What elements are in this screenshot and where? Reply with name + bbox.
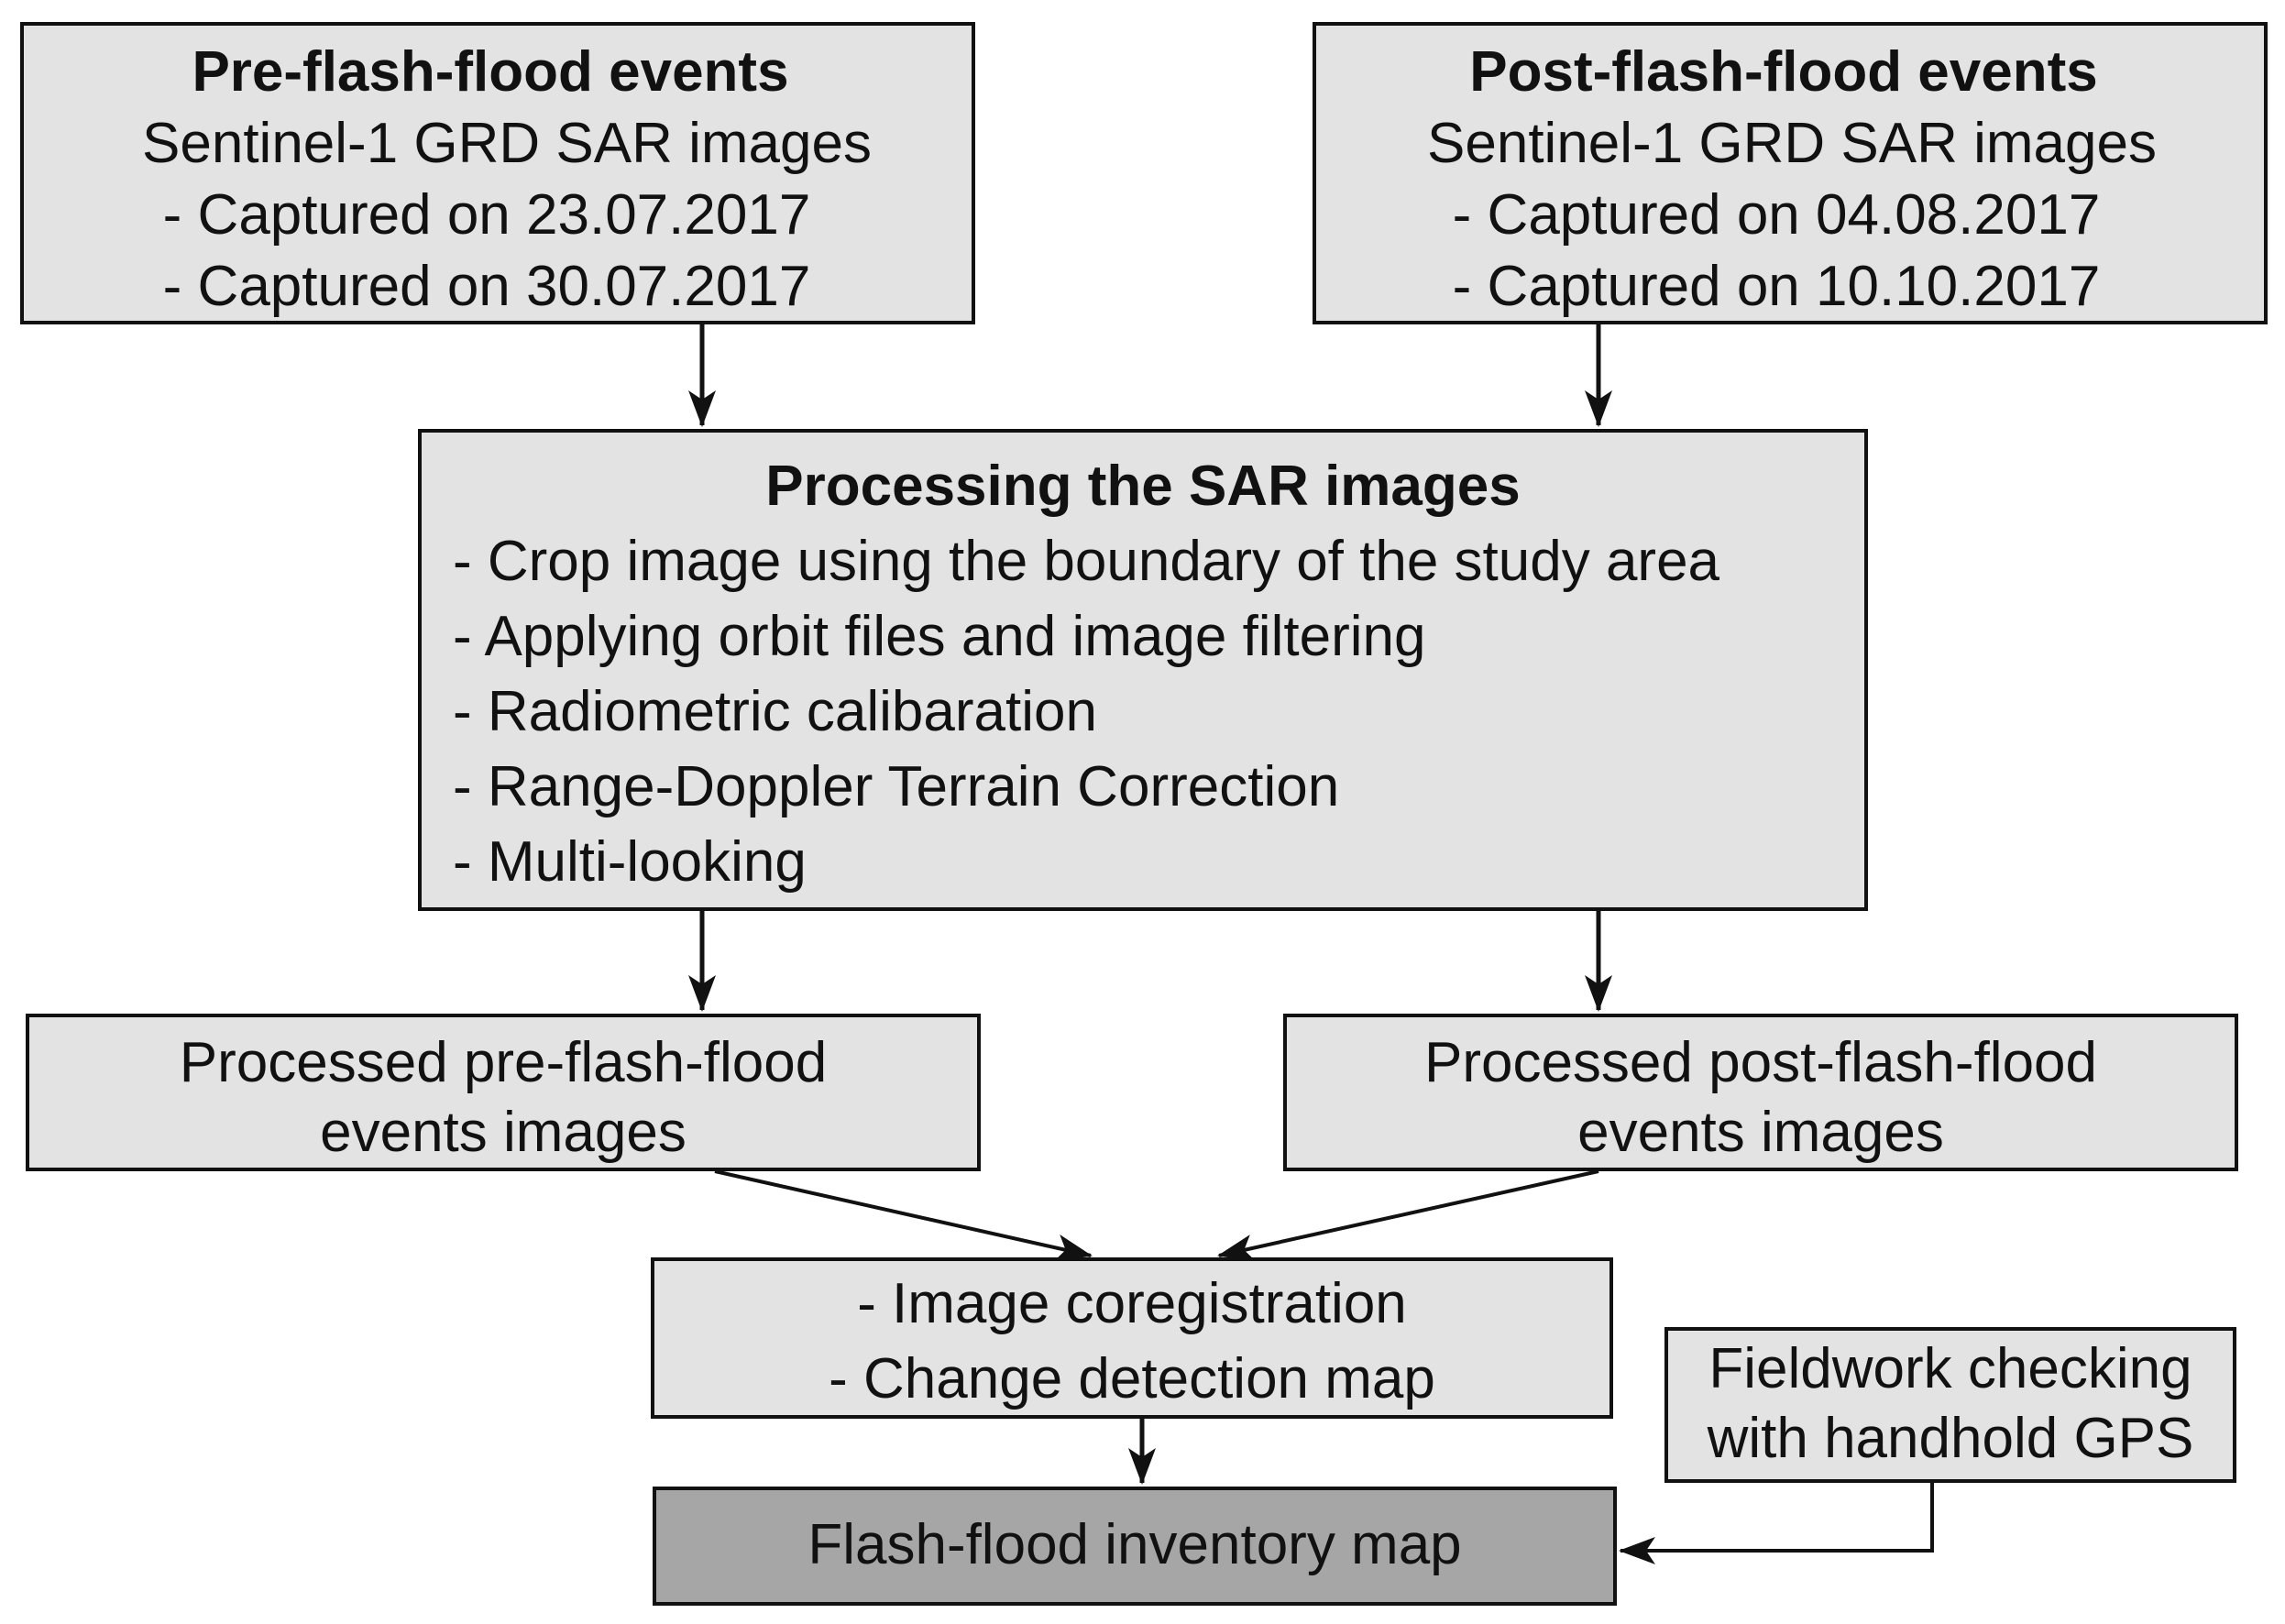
pre-flood-subtitle: Sentinel-1 GRD SAR images bbox=[142, 112, 872, 175]
fieldwork-line-2: with handhold GPS bbox=[1707, 1407, 2194, 1470]
processing-title: Processing the SAR images bbox=[765, 455, 1521, 518]
processing-steps: - Crop image using the boundary of the s… bbox=[422, 524, 1864, 900]
pre-flash-flood-box: Pre-flash-flood events Sentinel-1 GRD SA… bbox=[20, 22, 975, 324]
processing-step: - Crop image using the boundary of the s… bbox=[453, 530, 1720, 593]
post-flood-subtitle: Sentinel-1 GRD SAR images bbox=[1427, 112, 2157, 175]
coregistration-item: - Image coregistration bbox=[857, 1272, 1407, 1335]
processing-box: Processing the SAR images - Crop image u… bbox=[418, 429, 1868, 911]
post-flash-flood-box: Post-flash-flood events Sentinel-1 GRD S… bbox=[1313, 22, 2268, 324]
change-detection-item: - Change detection map bbox=[829, 1347, 1435, 1410]
fieldwork-box: Fieldwork checking with handhold GPS bbox=[1664, 1327, 2236, 1483]
processing-step: - Radiometric calibaration bbox=[453, 680, 1097, 743]
coregistration-box: - Image coregistration - Change detectio… bbox=[651, 1257, 1613, 1419]
inventory-map-box: Flash-flood inventory map bbox=[653, 1487, 1617, 1606]
post-flood-date-1: - Captured on 04.08.2017 bbox=[1452, 183, 2101, 247]
arrow-processed-pre-to-coregistration bbox=[714, 1169, 1093, 1262]
processed-pre-line-1: Processed pre-flash-flood bbox=[179, 1031, 828, 1094]
fieldwork-line-1: Fieldwork checking bbox=[1708, 1337, 2192, 1400]
pre-flood-date-1: - Captured on 23.07.2017 bbox=[162, 183, 811, 247]
post-flood-date-2: - Captured on 10.10.2017 bbox=[1452, 255, 2101, 318]
arrow-fieldwork-to-inventory bbox=[1619, 1483, 1934, 1564]
processing-step: - Range-Doppler Terrain Correction bbox=[453, 755, 1340, 818]
processed-post-line-1: Processed post-flash-flood bbox=[1423, 1031, 2098, 1094]
pre-flood-date-2: - Captured on 30.07.2017 bbox=[162, 255, 811, 318]
processing-step: - Multi-looking bbox=[453, 830, 807, 894]
inventory-map-label: Flash-flood inventory map bbox=[807, 1513, 1462, 1576]
pre-flood-title: Pre-flash-flood events bbox=[192, 40, 789, 104]
arrow-processed-post-to-coregistration bbox=[1217, 1169, 1599, 1262]
processed-post-line-2: events images bbox=[1577, 1101, 1944, 1164]
post-flood-title: Post-flash-flood events bbox=[1469, 40, 2098, 104]
processed-post-box: Processed post-flash-flood events images bbox=[1283, 1014, 2238, 1171]
processed-pre-box: Processed pre-flash-flood events images bbox=[26, 1014, 981, 1171]
processing-step: - Applying orbit files and image filteri… bbox=[453, 605, 1426, 668]
processed-pre-line-2: events images bbox=[320, 1101, 687, 1164]
